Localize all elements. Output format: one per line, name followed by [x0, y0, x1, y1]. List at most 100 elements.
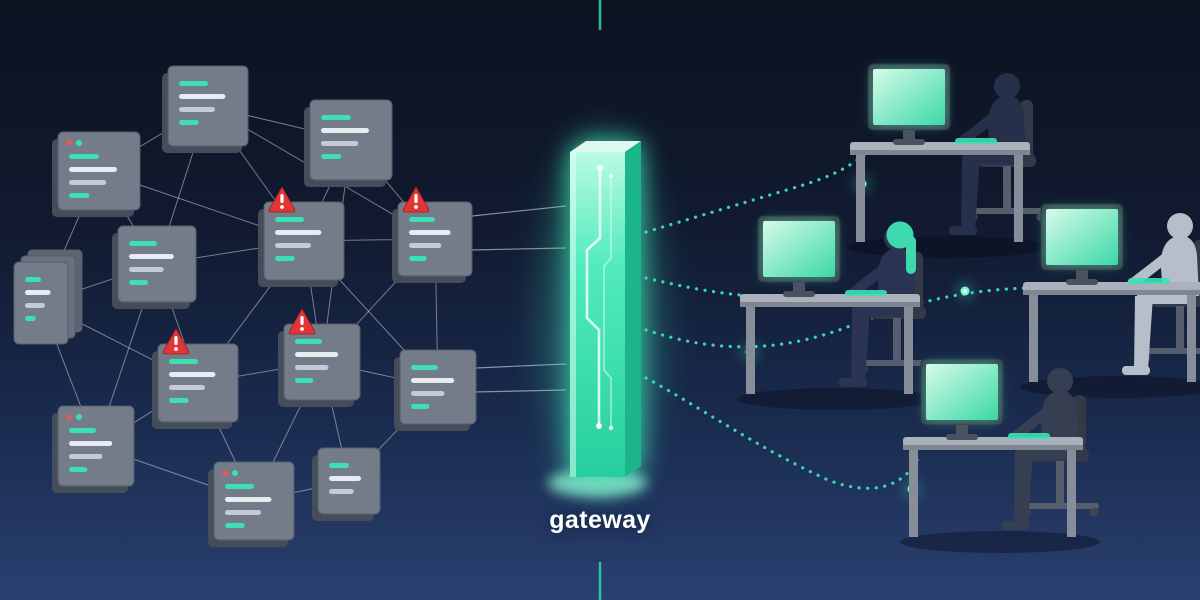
gateway-label: gateway — [549, 506, 651, 534]
monitor-base — [893, 139, 925, 145]
desk-edge — [903, 445, 1083, 450]
chair-column — [1056, 461, 1064, 505]
person-hair — [906, 236, 916, 274]
code-line — [225, 510, 261, 515]
circuit-pin — [608, 173, 614, 179]
code-line — [329, 463, 349, 468]
person-foot — [839, 378, 867, 387]
code-line — [25, 316, 36, 321]
chair-column — [1176, 306, 1184, 350]
server-node — [208, 461, 295, 547]
circuit-trace — [585, 166, 602, 428]
code-line — [129, 267, 164, 272]
server-node-warning — [278, 308, 361, 407]
code-line — [409, 243, 442, 248]
monitor-screen — [926, 364, 998, 420]
pillar-edge-highlight — [570, 152, 576, 477]
code-line — [275, 256, 295, 261]
code-line — [409, 217, 435, 222]
desk-leg — [856, 154, 865, 242]
desk-leg — [746, 306, 755, 394]
person-head — [1047, 368, 1073, 394]
node-face — [283, 323, 361, 401]
node-face — [309, 99, 393, 181]
chair-base — [968, 208, 1046, 214]
gateway-client-link — [644, 276, 752, 298]
person-foot — [949, 226, 977, 235]
desk-pad — [845, 290, 887, 296]
server-node — [52, 405, 135, 493]
workstation — [847, 63, 1047, 258]
workstation — [1020, 203, 1200, 398]
node-face — [117, 225, 197, 303]
code-line — [129, 254, 174, 259]
warning-icon — [268, 186, 296, 213]
floor-shadow — [900, 531, 1100, 553]
chair-column — [1003, 166, 1011, 210]
code-line — [69, 454, 103, 459]
circuit-pin — [596, 423, 602, 429]
pillar-front-face — [570, 152, 625, 477]
server-node — [304, 99, 393, 187]
pillar-side-face — [625, 141, 641, 477]
code-line — [179, 120, 199, 125]
workstation — [900, 358, 1100, 553]
chair-base — [1021, 503, 1099, 509]
circuit-pin — [597, 165, 603, 171]
link-glow-dot — [956, 282, 974, 300]
desk-leg — [904, 306, 913, 394]
code-line — [25, 277, 41, 282]
desk-leg — [1029, 294, 1038, 382]
person-foot — [1002, 521, 1030, 530]
monitor-screen — [763, 221, 835, 277]
code-line — [169, 385, 205, 390]
chair-base — [858, 360, 936, 366]
node-face — [263, 201, 345, 281]
monitor-screen — [873, 69, 945, 125]
desk-top — [1023, 282, 1200, 292]
code-line — [25, 303, 45, 308]
mesh-to-gateway-edge — [471, 205, 567, 217]
person-leg — [1014, 451, 1033, 525]
code-line — [409, 230, 451, 235]
code-line — [295, 378, 314, 383]
window-dot-red — [222, 470, 228, 476]
window-dot-teal — [232, 470, 238, 476]
floor-shadow — [737, 388, 937, 410]
code-line — [69, 467, 88, 472]
desk-edge — [1023, 290, 1200, 295]
desk-leg — [909, 449, 918, 537]
code-line — [275, 243, 311, 248]
desk-leg — [1067, 449, 1076, 537]
monitor-base — [946, 434, 978, 440]
server-node — [52, 131, 141, 217]
code-line — [69, 193, 90, 198]
server-nodes-layer — [13, 65, 477, 547]
monitor-screen — [1046, 209, 1118, 265]
server-node-warning — [392, 186, 473, 283]
desk-edge — [740, 302, 920, 307]
window-dot-red — [66, 414, 72, 420]
warning-icon — [402, 186, 430, 213]
workstation — [737, 215, 937, 410]
code-line — [69, 154, 99, 159]
desk-edge — [850, 150, 1030, 155]
code-line — [69, 428, 96, 433]
node-face — [399, 349, 477, 425]
window-dot-red — [66, 140, 72, 146]
code-line — [329, 489, 354, 494]
floor-shadow — [1020, 376, 1200, 398]
code-line — [225, 497, 272, 502]
window-dot-teal — [76, 414, 82, 420]
code-line — [225, 523, 245, 528]
node-face — [167, 65, 249, 147]
code-line — [69, 167, 117, 172]
code-line — [69, 441, 113, 446]
server-node — [312, 447, 381, 521]
gateway-client-link — [644, 376, 920, 490]
window-dot-teal — [76, 140, 82, 146]
node-face — [157, 343, 239, 423]
server-node — [162, 65, 249, 153]
code-line — [169, 359, 198, 364]
